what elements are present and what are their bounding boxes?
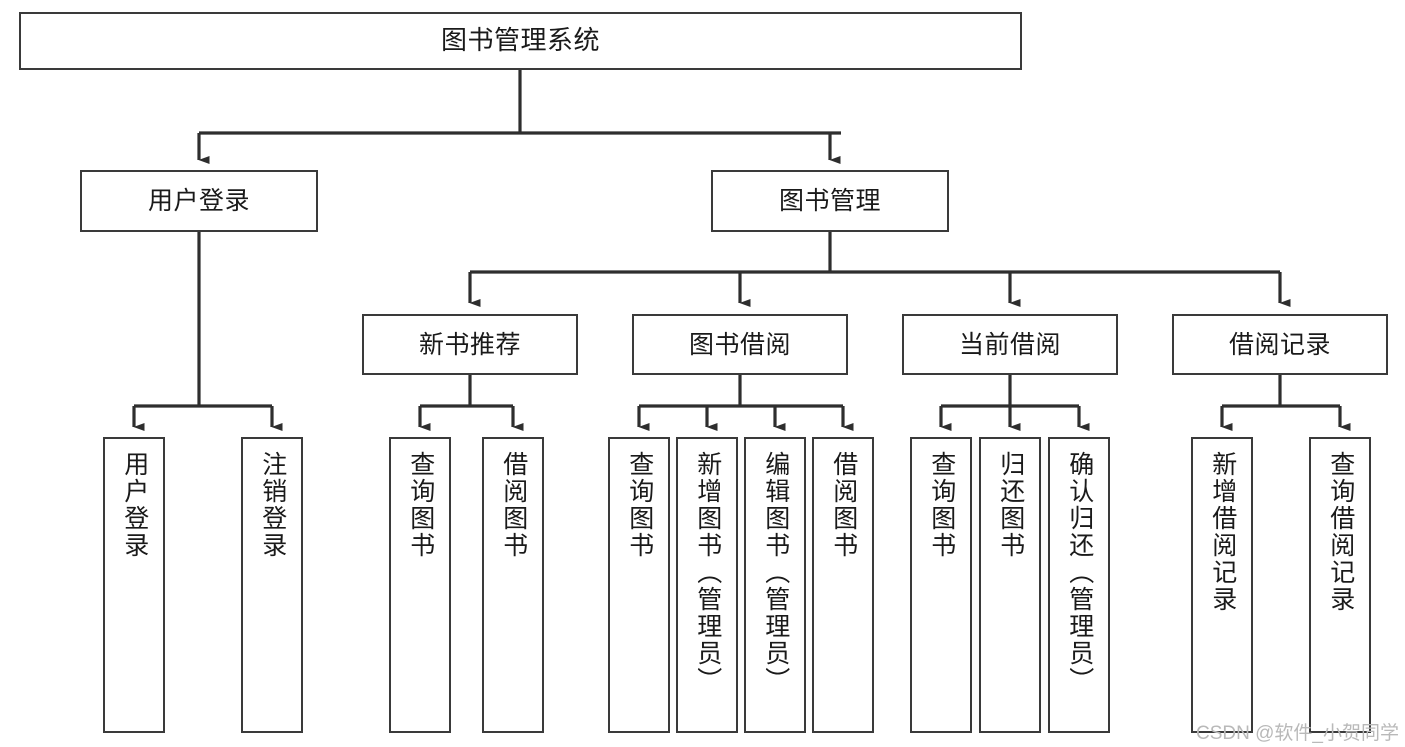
node-leaf-borrow-book-rec-label: 借阅图书 [499, 451, 528, 559]
node-leaf-query-book-borrow-label: 查询图书 [625, 451, 654, 559]
node-leaf-confirm-return-label: 确认归还（管理员） [1065, 451, 1094, 694]
node-leaf-add-record[interactable]: 新增借阅记录 [1191, 437, 1253, 733]
node-leaf-add-book-label: 新增图书（管理员） [693, 451, 722, 694]
node-leaf-user-login-label: 用户登录 [120, 451, 149, 559]
node-leaf-borrow-book[interactable]: 借阅图书 [812, 437, 874, 733]
node-leaf-query-book-rec[interactable]: 查询图书 [389, 437, 451, 733]
node-leaf-return-book-label: 归还图书 [996, 451, 1025, 559]
node-leaf-borrow-book-label: 借阅图书 [829, 451, 858, 559]
node-leaf-confirm-return[interactable]: 确认归还（管理员） [1048, 437, 1110, 733]
node-user-login[interactable]: 用户登录 [80, 170, 318, 232]
node-current-borrow-label: 当前借阅 [958, 330, 1061, 359]
node-leaf-logout[interactable]: 注销登录 [241, 437, 303, 733]
node-leaf-borrow-book-rec[interactable]: 借阅图书 [482, 437, 544, 733]
csdn-watermark: CSDN @软件_小贺同学 [1196, 723, 1399, 744]
node-leaf-query-book-borrow[interactable]: 查询图书 [608, 437, 670, 733]
node-book-manage[interactable]: 图书管理 [711, 170, 949, 232]
node-leaf-add-record-label: 新增借阅记录 [1208, 451, 1237, 613]
node-leaf-edit-book[interactable]: 编辑图书（管理员） [744, 437, 806, 733]
node-leaf-return-book[interactable]: 归还图书 [979, 437, 1041, 733]
node-borrow-record-label: 借阅记录 [1228, 330, 1331, 359]
node-current-borrow[interactable]: 当前借阅 [902, 314, 1118, 375]
node-leaf-query-book-cur[interactable]: 查询图书 [910, 437, 972, 733]
node-leaf-logout-label: 注销登录 [258, 451, 287, 559]
node-user-login-label: 用户登录 [147, 187, 250, 215]
node-leaf-edit-book-label: 编辑图书（管理员） [761, 451, 790, 694]
node-book-borrow-label: 图书借阅 [688, 330, 791, 359]
node-book-borrow[interactable]: 图书借阅 [632, 314, 848, 375]
node-borrow-record[interactable]: 借阅记录 [1172, 314, 1388, 375]
node-leaf-add-book[interactable]: 新增图书（管理员） [676, 437, 738, 733]
node-root[interactable]: 图书管理系统 [19, 12, 1022, 70]
node-leaf-query-book-cur-label: 查询图书 [927, 451, 956, 559]
node-leaf-query-book-rec-label: 查询图书 [406, 451, 435, 559]
node-root-label: 图书管理系统 [440, 25, 600, 56]
node-new-book-rec-label: 新书推荐 [418, 330, 521, 359]
node-leaf-user-login[interactable]: 用户登录 [103, 437, 165, 733]
node-leaf-query-record[interactable]: 查询借阅记录 [1309, 437, 1371, 733]
node-new-book-rec[interactable]: 新书推荐 [362, 314, 578, 375]
node-leaf-query-record-label: 查询借阅记录 [1326, 451, 1355, 613]
node-book-manage-label: 图书管理 [778, 187, 881, 215]
